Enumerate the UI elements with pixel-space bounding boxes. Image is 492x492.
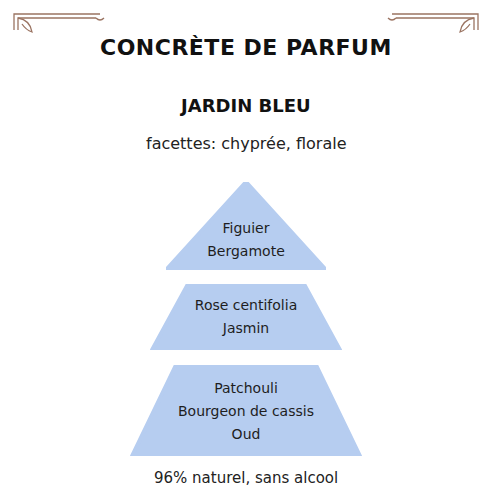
corner-ornament-left: [14, 14, 104, 32]
note-list: PatchouliBourgeon de cassisOud: [130, 377, 362, 446]
note-text: Jasmin: [223, 317, 269, 340]
note-text: Figuier: [223, 217, 270, 240]
facets-label: facettes: chyprée, florale: [146, 134, 346, 153]
pyramid-tier: Rose centifoliaJasmin: [150, 284, 342, 350]
corner-ornament-right: [388, 14, 478, 32]
pyramid-tier: PatchouliBourgeon de cassisOud: [130, 365, 362, 456]
tier-shape: [150, 284, 342, 350]
note-text: Patchouli: [214, 377, 278, 400]
note-text: Bergamote: [207, 240, 285, 263]
perfume-name: JARDIN BLEU: [181, 95, 311, 116]
note-text: Oud: [232, 423, 261, 446]
note-list: FiguierBergamote: [166, 217, 326, 263]
note-text: Rose centifolia: [195, 294, 297, 317]
note-list: Rose centifoliaJasmin: [150, 294, 342, 340]
title: CONCRÈTE DE PARFUM: [100, 35, 392, 60]
pyramid-top-note: FiguierBergamote: [166, 182, 326, 270]
note-text: Bourgeon de cassis: [178, 400, 314, 423]
caption: 96% naturel, sans alcool: [154, 469, 338, 487]
